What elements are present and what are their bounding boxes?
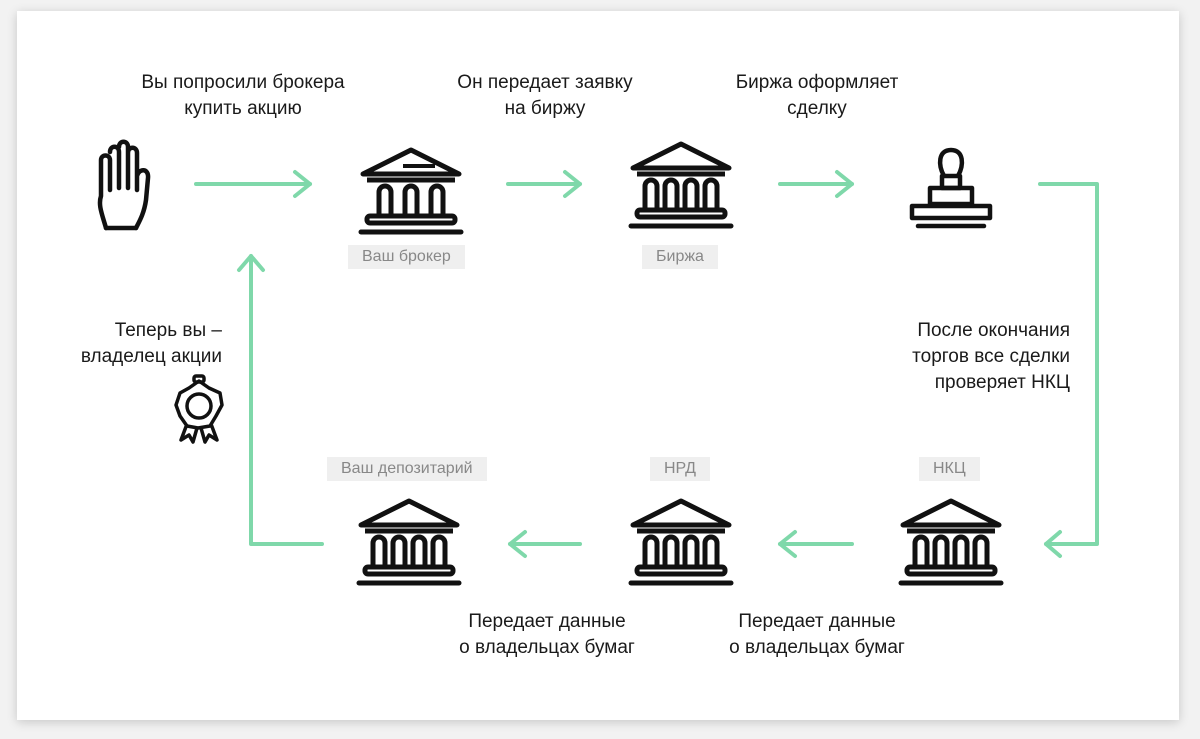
hand-icon: [97, 139, 151, 231]
exchange-tag: Биржа: [642, 245, 718, 269]
nkc-tag: НКЦ: [919, 457, 980, 481]
step-nrd-to-depository-text: Передает данные о владельцах бумаг: [459, 611, 635, 658]
nrd-tag: НРД: [650, 457, 710, 481]
depository-building-icon: [359, 501, 459, 583]
broker-tag: Ваш брокер: [348, 245, 465, 269]
step-owner-text: Теперь вы – владелец акции: [80, 320, 222, 367]
step-to-exchange-text: Он передает заявку на биржу: [457, 72, 633, 119]
certificate-seal-icon: [174, 374, 224, 444]
arrow-nrd-to-depository: [508, 530, 582, 558]
arrow-hand-to-broker: [194, 170, 312, 198]
diagram-card: [17, 11, 1179, 720]
broker-building-icon: [361, 150, 461, 232]
step-nkc-to-nrd-text: Передает данные о владельцах бумаг: [729, 611, 905, 658]
step-ask-broker-text: Вы попросили брокера купить акцию: [141, 72, 345, 119]
step-nkc-check-text: После окончания торгов все сделки провер…: [912, 320, 1070, 393]
nkc-building-icon: [901, 501, 1001, 583]
arrow-nkc-to-nrd: [778, 530, 854, 558]
exchange-building-icon: [631, 144, 731, 226]
arrow-depository-to-owner: [237, 254, 324, 546]
arrow-stamp-to-nkc: [1038, 182, 1099, 558]
nrd-building-icon: [631, 501, 731, 583]
arrow-broker-to-exchange: [506, 170, 582, 198]
step-exchange-deal-text: Биржа оформляет сделку: [735, 72, 899, 119]
depository-tag: Ваш депозитарий: [327, 457, 487, 481]
arrow-exchange-to-stamp: [778, 170, 854, 198]
flow-arrows: [194, 170, 1099, 558]
stamp-icon: [909, 147, 993, 229]
